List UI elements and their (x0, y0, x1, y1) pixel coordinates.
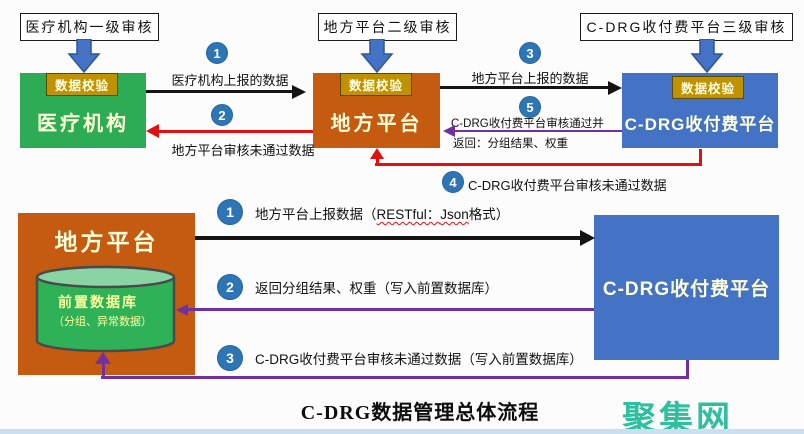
step-circle-5: 5 (519, 96, 541, 118)
local-platform-container-title: 地方平台 (54, 229, 159, 255)
hospital-data-check-badge: 数据校验 (46, 73, 119, 96)
arrow-line (101, 362, 105, 378)
review-label-hospital: 医疗机构一级审核 (20, 13, 159, 41)
flow-label-restful-wavy: RESTful： (376, 207, 441, 222)
step-circle-bottom-1: 1 (217, 199, 243, 225)
arrowhead-left-icon (146, 124, 159, 138)
flow-label-restful-part1: 地方平台上报数据（ (255, 207, 377, 222)
watermark-text: 聚集网 (622, 400, 733, 434)
arrow-line (146, 90, 292, 93)
arrow-line (188, 308, 594, 311)
arrow-line (375, 163, 702, 166)
cdrg-platform-box-title: C-DRG收付费平台 (624, 115, 776, 134)
arrow-line (699, 149, 702, 166)
flow-label-local-reject: 地方平台审核未通过数据 (171, 143, 315, 158)
down-arrow-icon (690, 38, 724, 74)
front-database-cylinder-icon (35, 265, 176, 355)
step-circle-4: 4 (442, 171, 464, 193)
arrowhead-left-icon (443, 125, 455, 137)
review-label-local-platform: 地方平台二级审核 (318, 13, 457, 41)
flow-label-restful-part2: 格式） (468, 207, 510, 222)
cdrg-data-check-badge: 数据校验 (672, 76, 745, 99)
arrowhead-right-icon (580, 230, 595, 246)
local-platform-data-check-badge: 数据校验 (340, 73, 413, 96)
flow-label-hospital-report: 医疗机构上报的数据 (171, 73, 289, 88)
down-arrow-icon (360, 38, 394, 74)
down-arrow-icon (67, 38, 101, 74)
arrow-line (686, 360, 689, 379)
flow-label-cdrg-reject: C-DRG收付费平台审核未通过数据 (468, 178, 667, 193)
step-circle-bottom-3: 3 (217, 345, 243, 371)
arrowhead-left-icon (176, 303, 188, 316)
arrow-line (195, 236, 581, 240)
step-circle-1: 1 (206, 42, 228, 64)
arrow-line (101, 376, 689, 379)
step-circle-3: 3 (519, 42, 541, 64)
arrowhead-up-icon (370, 148, 384, 159)
front-database-subtitle: （分组、异常数据） (53, 316, 152, 328)
arrow-line (455, 129, 622, 132)
step-circle-bottom-2: 2 (217, 274, 243, 300)
step-circle-2: 2 (211, 104, 233, 126)
flow-label-return-results: 返回分组结果、权重（写入前置数据库） (255, 281, 498, 296)
arrow-line (159, 129, 313, 133)
bottom-divider (0, 429, 804, 434)
arrowhead-right-icon (292, 84, 306, 99)
arrow-line (375, 157, 379, 166)
cdrg-platform-box-bottom: C-DRG收付费平台 (594, 215, 779, 360)
hospital-box-title: 医疗机构 (37, 113, 129, 135)
local-platform-box-title: 地方平台 (330, 113, 423, 135)
flow-label-cdrg-approved-line2: 返回：分组结果、权重 (453, 138, 568, 150)
arrow-line (440, 86, 608, 89)
diagram-caption: C-DRG数据管理总体流程 (300, 402, 540, 424)
cdrg-platform-box-bottom-title: C-DRG收付费平台 (602, 279, 771, 300)
review-label-cdrg-platform: C-DRG收付费平台三级审核 (580, 13, 793, 41)
arrowhead-up-icon (95, 352, 111, 364)
flow-label-local-report: 地方平台上报的数据 (471, 71, 589, 86)
flow-label-restful: 地方平台上报数据（RESTful：Json格式） (255, 203, 509, 223)
front-database-title: 前置数据库 (58, 294, 138, 310)
arrowhead-right-icon (608, 80, 622, 95)
flow-label-json-wavy: Json (440, 207, 469, 222)
flow-label-cdrg-approved-line1: C-DRG收付费平台审核通过并 (451, 118, 604, 130)
cdrg-platform-box: C-DRG收付费平台 (622, 73, 778, 148)
flow-label-cdrg-reject-write: C-DRG收付费平台审核未通过数据（写入前置数据库） (255, 352, 583, 367)
